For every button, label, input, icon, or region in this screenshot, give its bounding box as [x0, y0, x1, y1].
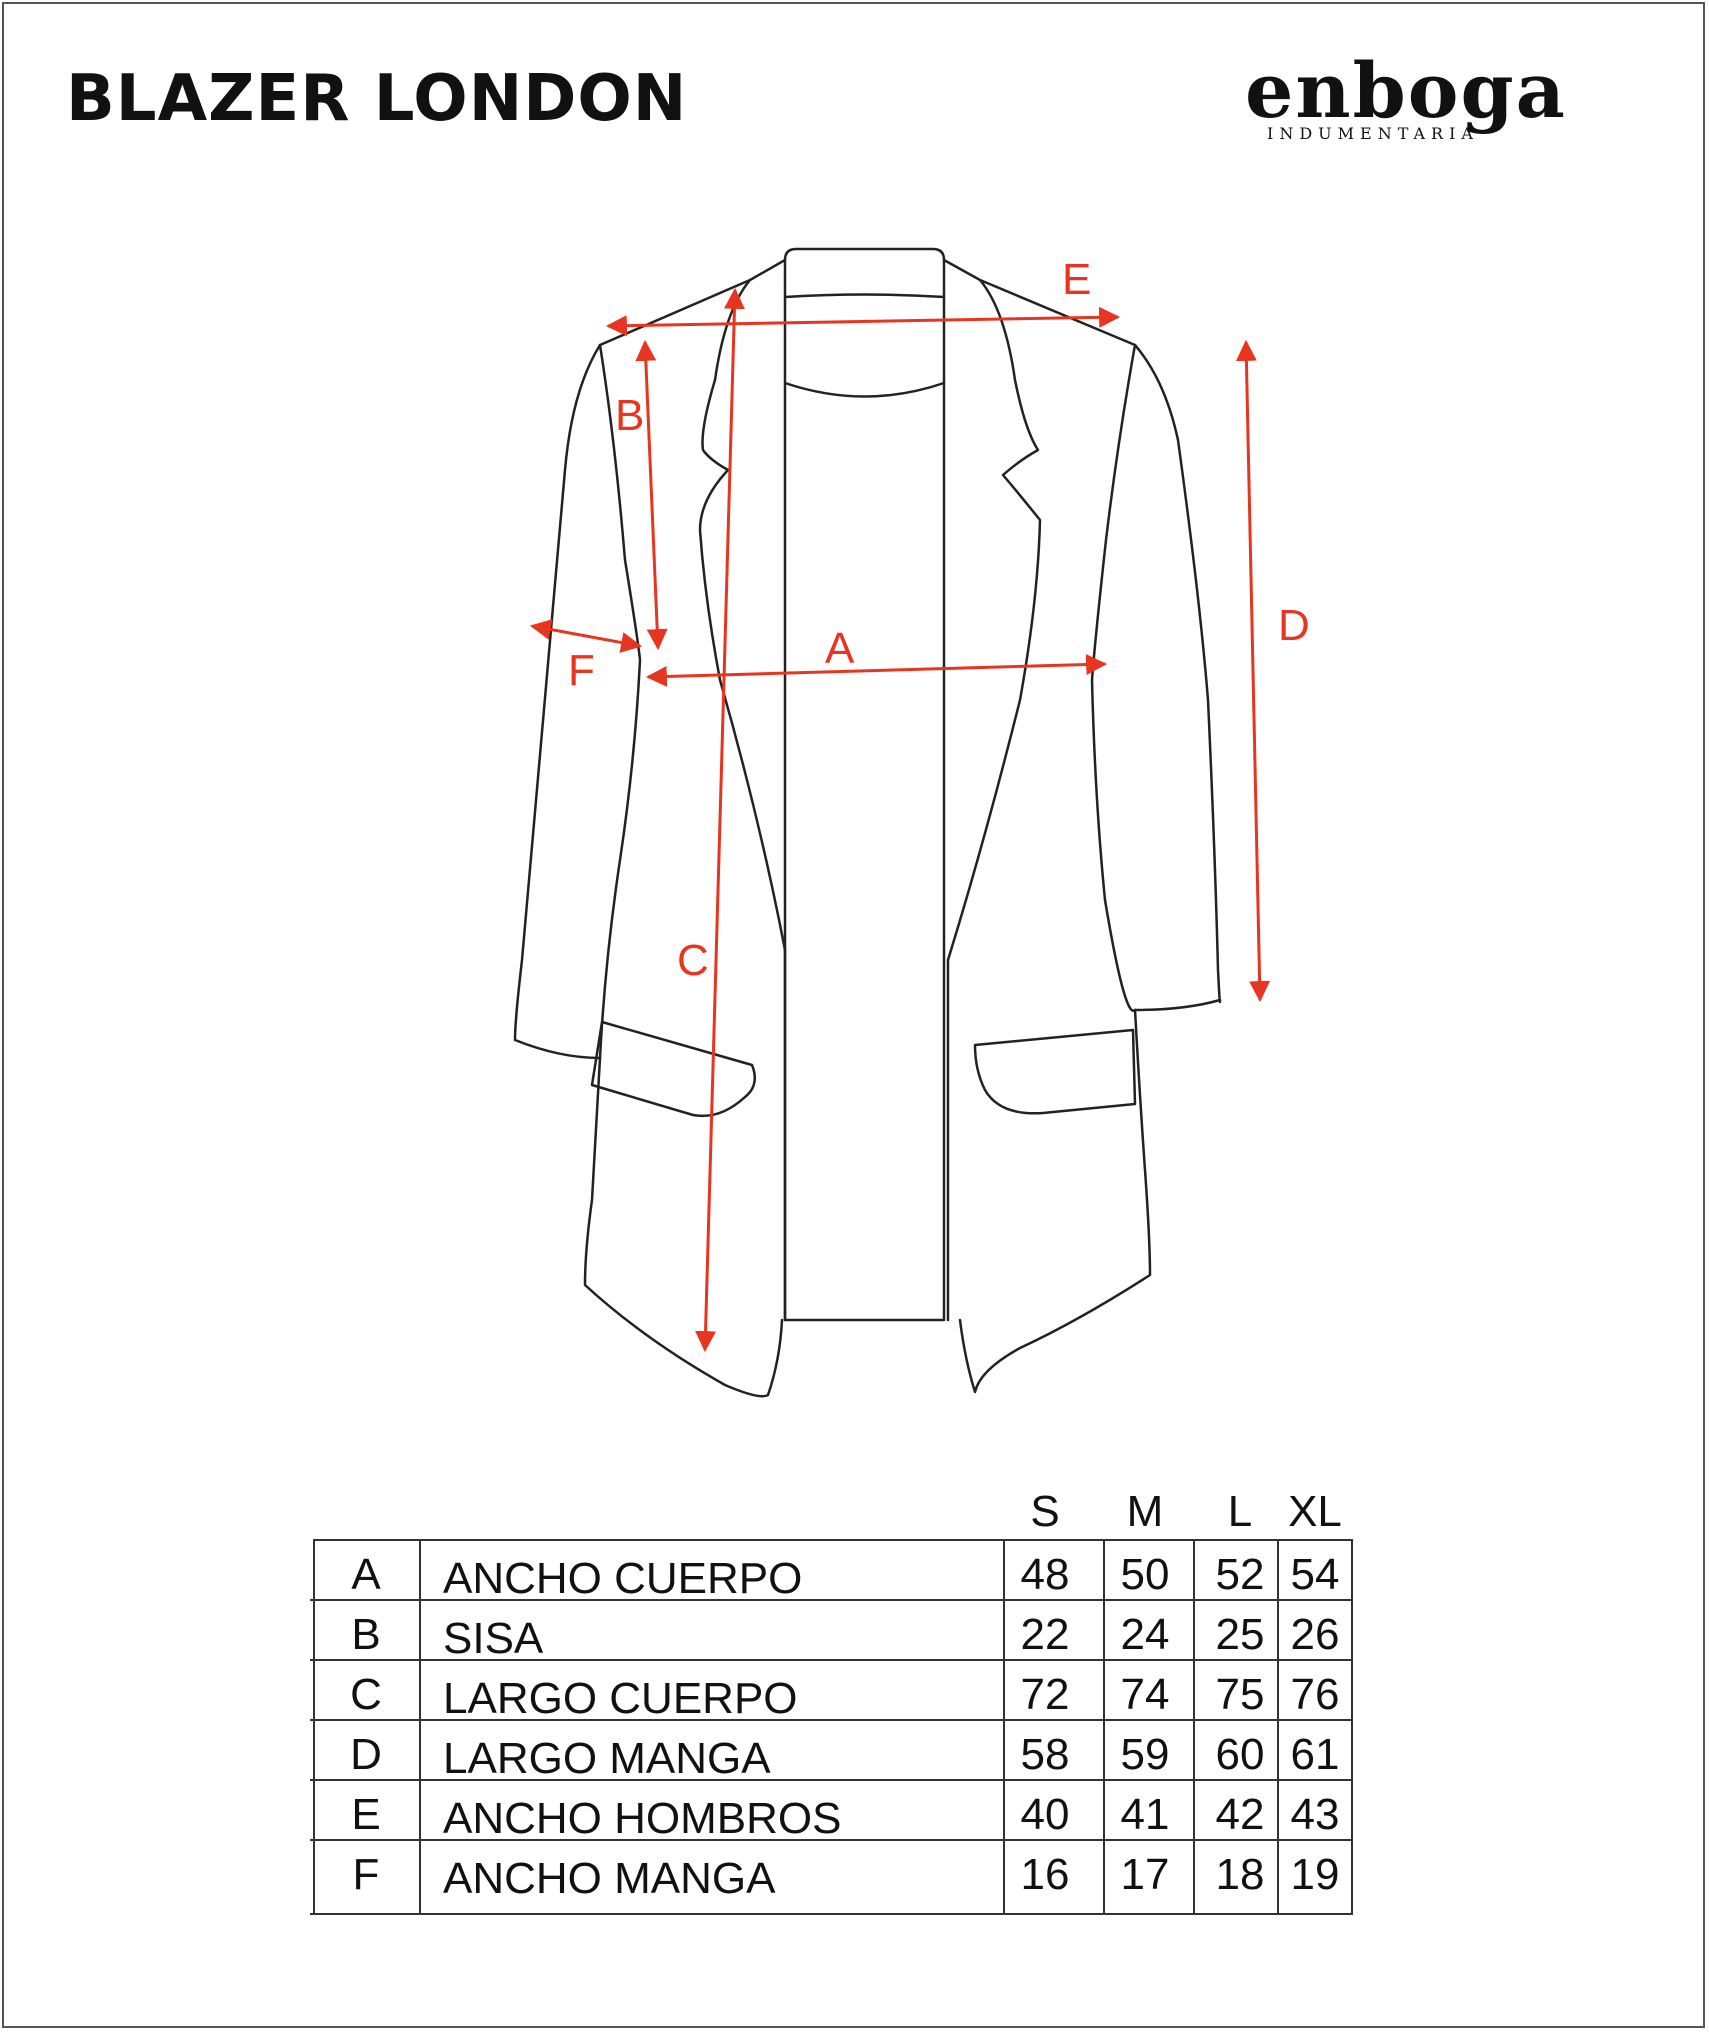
- measure-b-line: [635, 339, 668, 651]
- measurement-lines: [529, 287, 1271, 1353]
- brand-tagline: INDUMENTARIA: [1267, 124, 1479, 143]
- blazer-diagram: E B D A F C: [513, 247, 1310, 1398]
- left-lapel: [698, 258, 787, 952]
- label-b: B: [615, 391, 644, 440]
- left-pocket: [590, 1020, 757, 1118]
- neckline: [783, 381, 946, 398]
- collar-back: [783, 247, 946, 295]
- label-e: E: [1062, 255, 1091, 304]
- measure-f-line: [529, 619, 643, 653]
- right-body: [958, 1008, 1152, 1394]
- right-lapel: [942, 258, 1042, 962]
- measure-d-line: [1235, 339, 1271, 1003]
- measure-e-line: [605, 306, 1121, 337]
- left-body: [583, 1056, 784, 1398]
- right-sleeve: [978, 278, 1222, 1012]
- measure-a-line: [645, 654, 1108, 687]
- brand-name: enboga: [1245, 46, 1567, 135]
- label-d: D: [1278, 601, 1310, 650]
- measure-c-line: [695, 287, 745, 1353]
- brand-logo: enboga INDUMENTARIA: [1245, 46, 1575, 156]
- product-title: BLAZER LONDON: [66, 62, 688, 136]
- right-pocket: [973, 1028, 1137, 1115]
- label-f: F: [568, 646, 595, 695]
- inner-panel: [783, 291, 946, 1322]
- measurement-labels: E B D A F C: [568, 255, 1310, 985]
- left-sleeve: [513, 278, 752, 1060]
- label-c: C: [677, 936, 709, 985]
- label-a: A: [825, 624, 855, 673]
